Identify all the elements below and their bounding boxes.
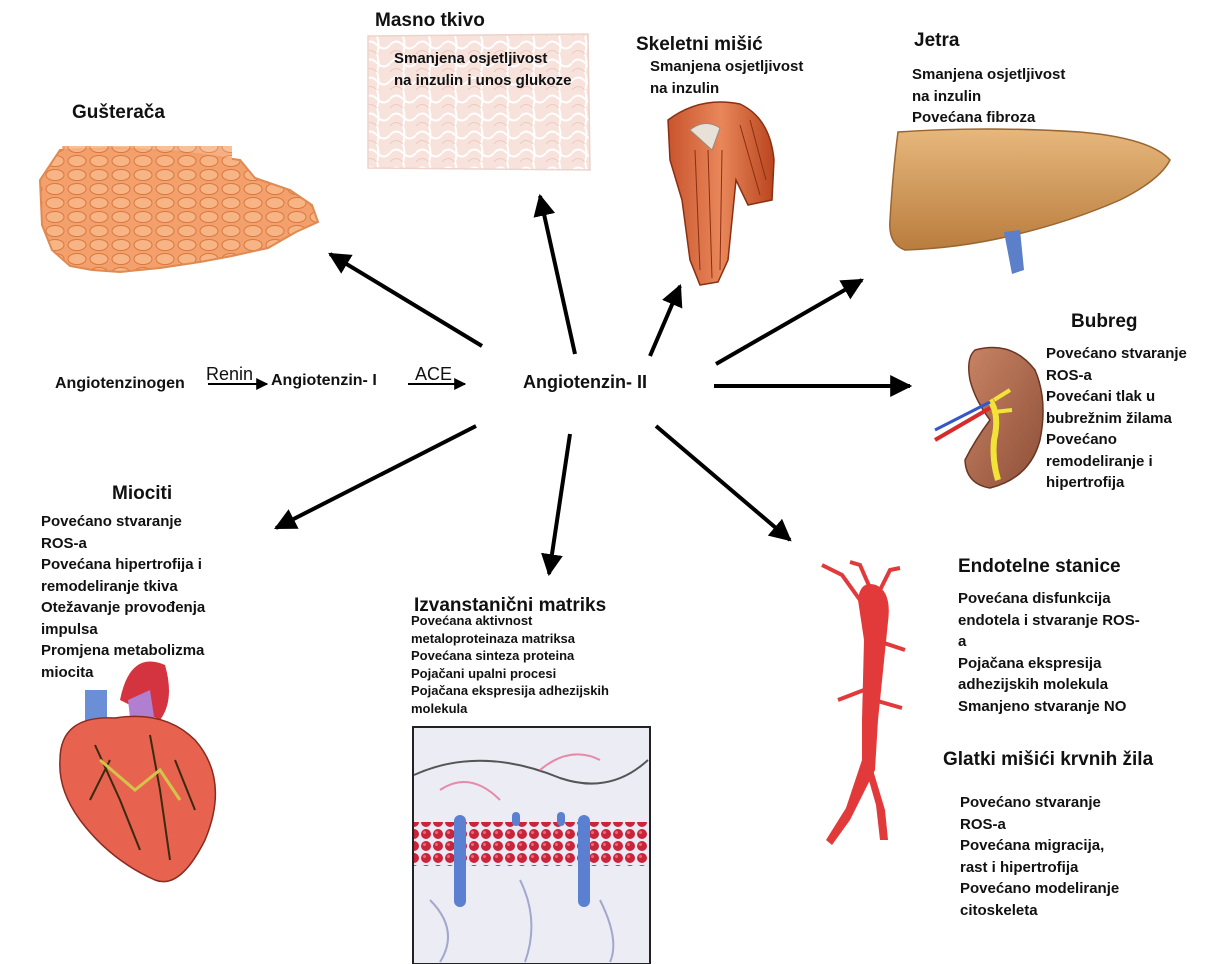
kidney-title: Bubreg [1071, 311, 1138, 333]
endothelial-effects: Povećana disfunkcija endotela i stvaranj… [958, 588, 1140, 717]
kidney-effect-line: Povećano [1046, 429, 1187, 451]
endothelial-effect-line: a [958, 631, 1140, 653]
smooth-muscle-effect-line: Povećano modeliranje [960, 878, 1119, 900]
adipose-title: Masno tkivo [375, 10, 485, 32]
matrix-effect-line: Povećana sinteza proteina [411, 647, 609, 665]
adipose-effect-line: na inzulin i unos glukoze [394, 70, 572, 92]
endothelial-effect-line: Pojačana ekspresija [958, 653, 1140, 675]
myocytes-effect-line: Povećana hipertrofija i [41, 554, 205, 576]
kidney-effect-line: Povećani tlak u [1046, 386, 1187, 408]
endothelial-effect-line: Povećana disfunkcija [958, 588, 1140, 610]
ace-label: ACE [415, 364, 452, 385]
liver-title: Jetra [914, 30, 959, 52]
myocytes-effect-line: ROS-a [41, 533, 205, 555]
muscle-effect-line: Smanjena osjetljivost [650, 56, 803, 78]
angiotensin-ii-label: Angiotenzin- II [523, 372, 647, 393]
endothelial-effect-line: Smanjeno stvaranje NO [958, 696, 1140, 718]
myocytes-effect-line: miocita [41, 662, 205, 684]
liver-effect-line: Smanjena osjetljivost [912, 64, 1065, 86]
myocytes-effects: Povećano stvaranje ROS-a Povećana hipert… [41, 511, 205, 683]
kidney-effect-line: remodeliranje i [1046, 451, 1187, 473]
endothelial-effect-line: adhezijskih molekula [958, 674, 1140, 696]
matrix-effect-line: metaloproteinaza matriksa [411, 630, 609, 648]
smooth-muscle-title: Glatki mišići krvnih žila [943, 749, 1153, 771]
angiotensinogen-label: Angiotenzinogen [55, 375, 185, 393]
liver-effect-line: Povećana fibroza [912, 107, 1065, 129]
myocytes-effect-line: Otežavanje provođenja [41, 597, 205, 619]
kidney-effects: Povećano stvaranje ROS-a Povećani tlak u… [1046, 343, 1187, 494]
matrix-effects: Povećana aktivnost metaloproteinaza matr… [411, 612, 609, 717]
myocytes-effect-line: remodeliranje tkiva [41, 576, 205, 598]
smooth-muscle-effect-line: Povećana migracija, [960, 835, 1119, 857]
matrix-effect-line: molekula [411, 700, 609, 718]
renin-label: Renin [206, 364, 253, 385]
smooth-muscle-effects: Povećano stvaranje ROS-a Povećana migrac… [960, 792, 1119, 921]
muscle-effect-line: na inzulin [650, 78, 803, 100]
smooth-muscle-effect-line: citoskeleta [960, 900, 1119, 922]
myocytes-title: Miociti [112, 483, 172, 505]
cell-membrane-icon [413, 727, 650, 964]
muscle-effects: Smanjena osjetljivost na inzulin [650, 56, 803, 99]
liver-icon [890, 129, 1170, 274]
aorta-icon [822, 562, 905, 845]
myocytes-effect-line: Povećano stvaranje [41, 511, 205, 533]
kidney-effect-line: bubrežnim žilama [1046, 408, 1187, 430]
myocytes-effect-line: impulsa [41, 619, 205, 641]
liver-effect-line: na inzulin [912, 86, 1065, 108]
adipose-effects: Smanjena osjetljivost na inzulin i unos … [394, 48, 572, 91]
matrix-effect-line: Povećana aktivnost [411, 612, 609, 630]
kidney-effect-line: Povećano stvaranje [1046, 343, 1187, 365]
matrix-effect-line: Pojačana ekspresija adhezijskih [411, 682, 609, 700]
endothelial-title: Endotelne stanice [958, 556, 1121, 578]
heart-icon [60, 662, 216, 882]
endothelial-effect-line: endotela i stvaranje ROS- [958, 610, 1140, 632]
kidney-effect-line: hipertrofija [1046, 472, 1187, 494]
skeletal-muscle-icon [668, 102, 774, 285]
adipose-effect-line: Smanjena osjetljivost [394, 48, 572, 70]
pancreas-icon [40, 146, 318, 272]
kidney-icon [935, 348, 1043, 489]
liver-effects: Smanjena osjetljivost na inzulin Povećan… [912, 64, 1065, 129]
myocytes-effect-line: Promjena metabolizma [41, 640, 205, 662]
pancreas-title: Gušterača [72, 102, 165, 124]
angiotensin-i-label: Angiotenzin- I [271, 372, 377, 390]
matrix-effect-line: Pojačani upalni procesi [411, 665, 609, 683]
kidney-effect-line: ROS-a [1046, 365, 1187, 387]
smooth-muscle-effect-line: Povećano stvaranje [960, 792, 1119, 814]
smooth-muscle-effect-line: ROS-a [960, 814, 1119, 836]
smooth-muscle-effect-line: rast i hipertrofija [960, 857, 1119, 879]
muscle-title: Skeletni mišić [636, 34, 763, 56]
